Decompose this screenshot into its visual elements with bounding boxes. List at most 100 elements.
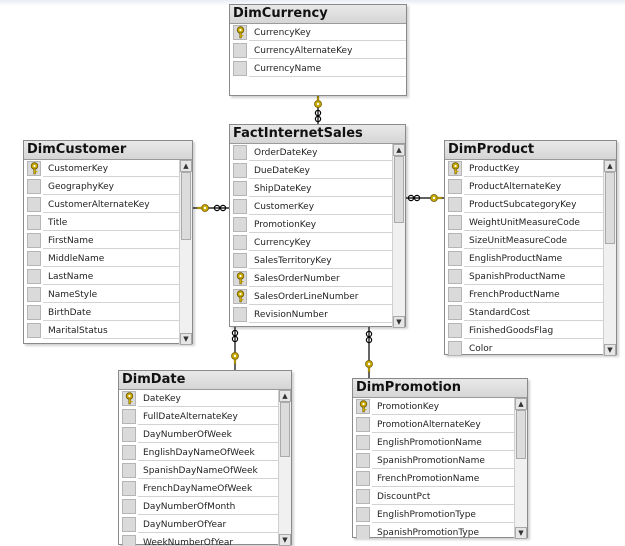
column-row[interactable]: ProductAlternateKey — [445, 178, 616, 196]
column-row[interactable]: EnglishProductName — [445, 250, 616, 268]
scroll-up-button[interactable]: ▲ — [279, 390, 291, 402]
row-selector[interactable] — [233, 43, 247, 58]
row-selector[interactable] — [27, 287, 41, 302]
column-row[interactable]: CurrencyKey — [230, 24, 406, 42]
scroll-down-button[interactable]: ▼ — [515, 527, 527, 539]
vertical-scrollbar[interactable]: ▲▼ — [278, 390, 291, 546]
row-selector[interactable] — [122, 517, 136, 532]
column-row[interactable]: PromotionAlternateKey — [353, 416, 527, 434]
row-selector[interactable] — [356, 471, 370, 486]
scroll-up-button[interactable]: ▲ — [515, 398, 527, 410]
table-title[interactable]: DimDate — [119, 371, 291, 390]
row-selector[interactable] — [448, 251, 462, 266]
row-selector[interactable] — [122, 535, 136, 546]
vertical-scrollbar[interactable]: ▲▼ — [179, 160, 192, 345]
scroll-down-button[interactable]: ▼ — [604, 344, 616, 356]
row-selector[interactable] — [448, 197, 462, 212]
scroll-down-button[interactable]: ▼ — [393, 316, 405, 328]
row-selector[interactable] — [448, 269, 462, 284]
row-selector[interactable] — [448, 161, 462, 176]
column-row[interactable]: WeekNumberOfYear — [119, 534, 291, 546]
column-row[interactable]: DayNumberOfYear — [119, 516, 291, 534]
row-selector[interactable] — [233, 199, 247, 214]
column-row[interactable]: DueDateKey — [230, 162, 405, 180]
column-row[interactable]: PromotionKey — [230, 216, 405, 234]
row-selector[interactable] — [233, 25, 247, 40]
column-row[interactable]: FinishedGoodsFlag — [445, 322, 616, 340]
row-selector[interactable] — [122, 463, 136, 478]
column-row[interactable]: FrenchProductName — [445, 286, 616, 304]
column-row[interactable]: PromotionKey — [353, 398, 527, 416]
row-selector[interactable] — [233, 253, 247, 268]
scroll-up-button[interactable]: ▲ — [604, 160, 616, 172]
column-row[interactable]: RevisionNumber — [230, 306, 405, 324]
row-selector[interactable] — [356, 489, 370, 504]
scroll-thumb[interactable] — [394, 156, 404, 223]
column-row[interactable]: SpanishPromotionName — [353, 452, 527, 470]
scroll-thumb[interactable] — [605, 172, 615, 244]
column-row[interactable]: CustomerKey — [24, 160, 192, 178]
column-row[interactable]: SalesOrderNumber — [230, 270, 405, 288]
column-row[interactable]: CustomerAlternateKey — [24, 196, 192, 214]
table-title[interactable]: DimCurrency — [230, 5, 406, 24]
row-selector[interactable] — [356, 417, 370, 432]
row-selector[interactable] — [356, 399, 370, 414]
row-selector[interactable] — [27, 269, 41, 284]
row-selector[interactable] — [233, 145, 247, 160]
column-row[interactable]: SalesTerritoryKey — [230, 252, 405, 270]
row-selector[interactable] — [27, 323, 41, 338]
column-row[interactable]: FirstName — [24, 232, 192, 250]
column-row[interactable]: FrenchDayNameOfWeek — [119, 480, 291, 498]
column-row[interactable]: SizeUnitMeasureCode — [445, 232, 616, 250]
column-row[interactable]: CurrencyKey — [230, 234, 405, 252]
column-row[interactable]: DayNumberOfWeek — [119, 426, 291, 444]
column-row[interactable]: SalesOrderLineNumber — [230, 288, 405, 306]
column-row[interactable]: FrenchPromotionName — [353, 470, 527, 488]
row-selector[interactable] — [122, 427, 136, 442]
column-row[interactable]: ProductSubcategoryKey — [445, 196, 616, 214]
scroll-up-button[interactable]: ▲ — [180, 160, 192, 172]
row-selector[interactable] — [448, 179, 462, 194]
table-title[interactable]: DimProduct — [445, 141, 616, 160]
table-title[interactable]: FactInternetSales — [230, 125, 405, 144]
row-selector[interactable] — [233, 217, 247, 232]
row-selector[interactable] — [27, 305, 41, 320]
column-row[interactable]: ShipDateKey — [230, 180, 405, 198]
column-row[interactable]: BirthDate — [24, 304, 192, 322]
row-selector[interactable] — [122, 445, 136, 460]
column-row[interactable]: MaritalStatus — [24, 322, 192, 340]
table-title[interactable]: DimPromotion — [353, 379, 527, 398]
column-row[interactable]: ProductKey — [445, 160, 616, 178]
column-row[interactable]: SpanishProductName — [445, 268, 616, 286]
vertical-scrollbar[interactable]: ▲▼ — [603, 160, 616, 356]
column-row[interactable]: EnglishPromotionName — [353, 434, 527, 452]
column-row[interactable]: FullDateAlternateKey — [119, 408, 291, 426]
column-row[interactable]: GeographyKey — [24, 178, 192, 196]
column-row[interactable]: WeightUnitMeasureCode — [445, 214, 616, 232]
column-row[interactable]: EnglishPromotionType — [353, 506, 527, 524]
column-row[interactable]: OrderDateKey — [230, 144, 405, 162]
row-selector[interactable] — [233, 181, 247, 196]
column-row[interactable]: LastName — [24, 268, 192, 286]
row-selector[interactable] — [356, 525, 370, 539]
scroll-down-button[interactable]: ▼ — [180, 333, 192, 345]
row-selector[interactable] — [122, 481, 136, 496]
row-selector[interactable] — [448, 215, 462, 230]
column-row[interactable]: StandardCost — [445, 304, 616, 322]
column-row[interactable]: MiddleName — [24, 250, 192, 268]
row-selector[interactable] — [233, 289, 247, 304]
row-selector[interactable] — [356, 453, 370, 468]
row-selector[interactable] — [27, 215, 41, 230]
scroll-down-button[interactable]: ▼ — [279, 534, 291, 546]
row-selector[interactable] — [233, 307, 247, 322]
row-selector[interactable] — [448, 323, 462, 338]
column-row[interactable]: NameStyle — [24, 286, 192, 304]
row-selector[interactable] — [233, 271, 247, 286]
row-selector[interactable] — [233, 163, 247, 178]
column-row[interactable]: EnglishDayNameOfWeek — [119, 444, 291, 462]
